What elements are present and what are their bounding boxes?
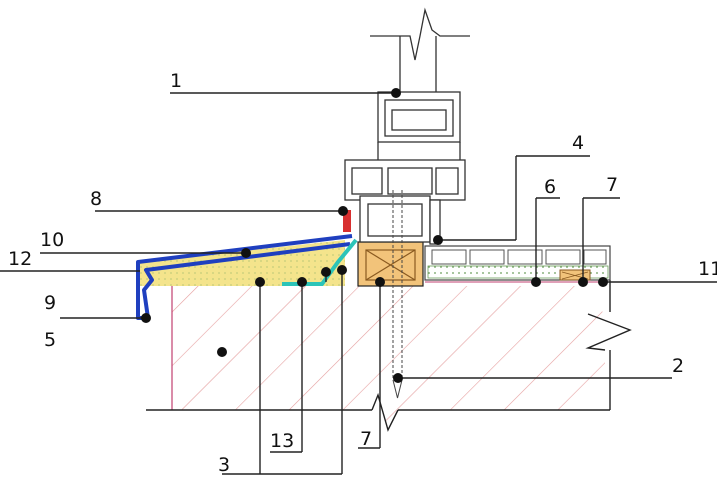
callout-3: 3 (218, 454, 231, 476)
callout-8: 8 (90, 188, 103, 210)
callout-6: 6 (544, 176, 557, 198)
wall-masonry (146, 280, 632, 432)
callout-7-bottom: 7 (360, 428, 373, 450)
anchor-screw (392, 190, 403, 399)
callout-11: 11 (698, 258, 717, 280)
callout-dots (141, 88, 608, 383)
callout-7-top: 7 (606, 174, 619, 196)
interior-sill-board (424, 245, 611, 283)
callout-13: 13 (270, 430, 295, 452)
wood-support-block (357, 241, 424, 287)
callout-12: 12 (8, 248, 33, 270)
callout-9: 9 (44, 292, 57, 314)
gasket-seal (343, 210, 351, 232)
window-frame-profile (344, 7, 470, 245)
leader-lines (0, 92, 717, 475)
callout-5: 5 (44, 329, 57, 351)
callout-2: 2 (672, 355, 685, 377)
callout-1: 1 (170, 70, 183, 92)
callout-10: 10 (40, 229, 65, 251)
callout-4: 4 (572, 132, 585, 154)
